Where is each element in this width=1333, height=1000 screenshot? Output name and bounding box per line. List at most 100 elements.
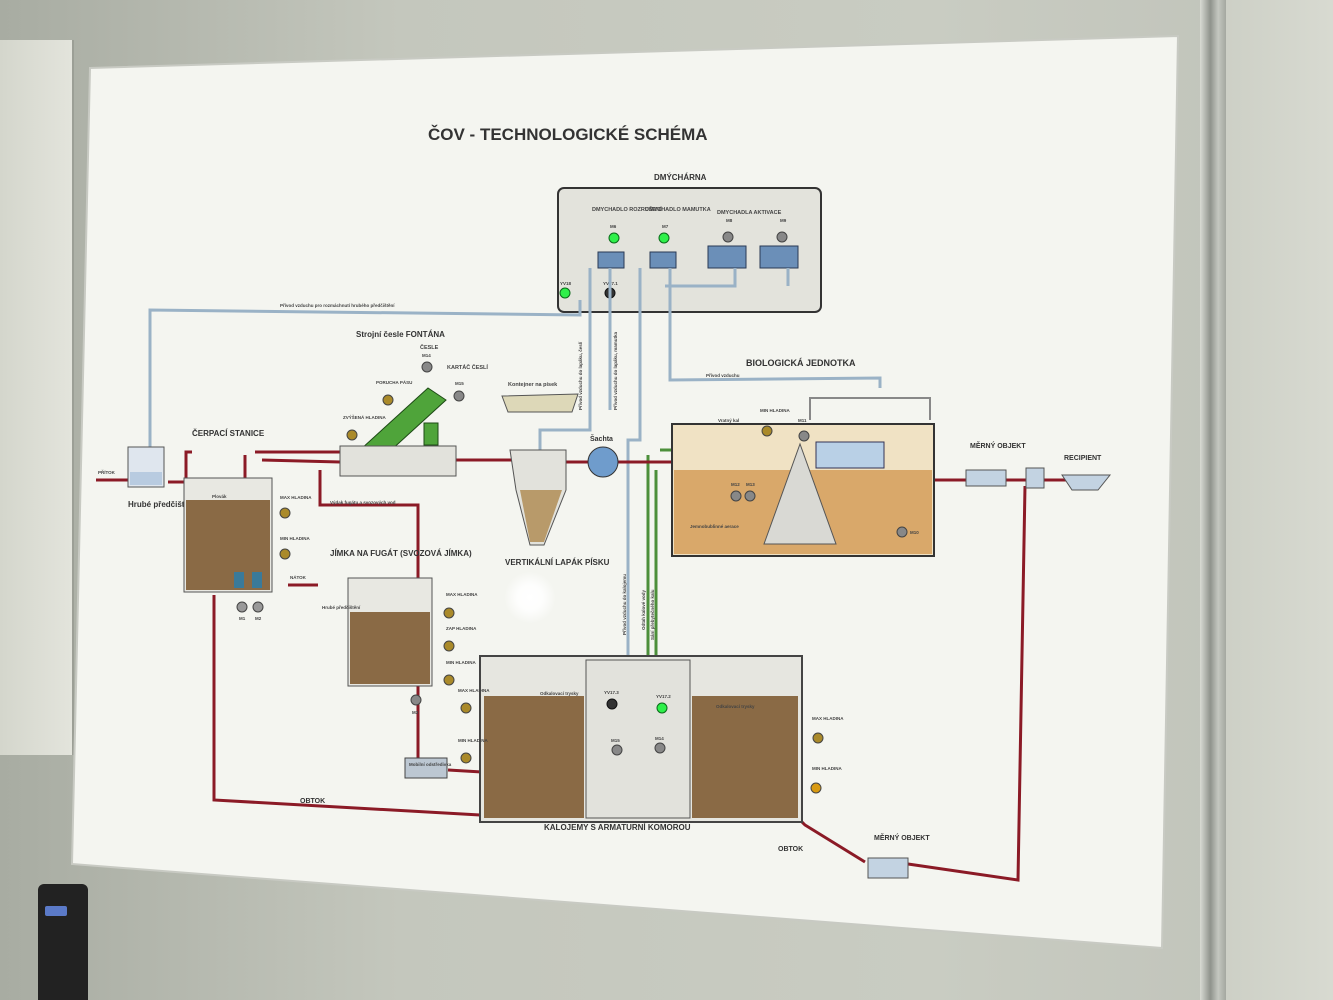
kal-right-max-indicator [812,732,824,744]
m14b-label: M14 [655,736,664,741]
ps-max-indicator [279,507,291,519]
coarse-screen-water [130,472,162,485]
m9-indicator [776,231,788,243]
pump-m2 [252,572,262,588]
obtok-label-1: OBTOK [300,798,325,805]
settling-cone [763,442,837,545]
grit-trap-label-1: VERTIKÁLNÍ LAPÁK PÍSKU [505,558,610,567]
plovak-label: Plovák [212,494,227,499]
odtah-vody-label: Odtah kalové vody [641,589,646,630]
cesle-label: ČESLE [420,344,439,351]
m14a-label: M14 [422,353,431,358]
blower-room [557,187,822,313]
sludge-tank-right [692,696,798,818]
m15b-indicator [611,744,623,756]
m12-label: M12 [731,482,740,487]
fugate-tank-label: JÍMKA NA FUGÁT (SVOZOVÁ JÍMKA) [330,549,472,558]
screen-channel [339,445,457,477]
sludge-tank-left [484,696,584,818]
kal-min-indicator [460,752,472,764]
jimka-hrube-label: Hrubé předčištění [322,605,361,610]
m15a-label: M15 [455,381,464,386]
blower-m9 [759,245,799,269]
fugate-tank-sludge [350,612,430,684]
natok-label: NÁTOK [290,574,307,580]
yv18-label: YV18 [560,281,572,286]
sludge-tanks-label: KALOJEMY S ARMATURNÍ KOMOROU [544,823,691,832]
flow-meter-1 [965,469,1007,487]
m8-label: M8 [726,218,733,223]
yv17-3-indicator [606,698,618,710]
yv17-2-label: YV17.2 [656,694,671,699]
m3-indicator [410,694,422,706]
air-bio-pipe-label: Přívod vzduchu [706,373,740,378]
ps-min-indicator [279,548,291,560]
m6-indicator [608,232,620,244]
m6-label: M6 [610,224,617,229]
bio-min-label: MIN HLADINA [760,408,790,413]
odkalovaci-right-label: Odkalovací trysky [716,704,755,709]
m8-indicator [722,231,734,243]
access-reader [38,884,88,1000]
fugat-pipe-label: Výdak fugátu a svozových vod [330,500,396,505]
ps-min-label: MIN HLADINA [280,536,310,541]
jimka-min-indicator [443,674,455,686]
m10-label: M10 [910,530,919,535]
m15b-label: M15 [611,738,620,743]
m11-indicator [798,430,810,442]
zvysena-label: ZVÝŠENÁ HLADINA [343,413,387,420]
coarse-screen-label: Hrubé předčištění [128,500,197,509]
blowers-aktivace-label: DMYCHADLA AKTIVACE [717,210,782,216]
air-mamut-pipe-label: Přívod vzduchu do lapáku, mamutka [613,331,618,410]
grit-trap-sand [520,490,562,542]
vratny-kal-label: Vratný kal [718,418,739,423]
blower-rozruseni-label: DMYCHADLO ROZRUŠENÍ [592,205,662,213]
m10-indicator [896,526,908,538]
mobile-centrifuge [404,757,448,779]
m12-indicator [730,490,742,502]
manhole [587,446,619,478]
kal-max-label: MAX HLADINA [458,688,490,693]
jimka-min-label: MIN HLADINA [446,660,476,665]
pritok-label: PŘÍTOK [98,468,116,475]
porucha-indicator [382,394,394,406]
porucha-label: PORUCHA PÁSU [376,379,412,385]
m13-indicator [744,490,756,502]
m14b-indicator [654,742,666,754]
zvysena-indicator [346,429,358,441]
board-surface [70,34,1180,950]
wall-right [1226,0,1333,1000]
yv17-2-indicator [656,702,668,714]
aeration-label: Jemnobublinné aerace [690,524,739,529]
light-glare [505,570,555,625]
m9-label: M9 [780,218,787,223]
kal-right-max-label: MAX HLADINA [812,716,844,721]
blower-m8 [707,245,747,269]
yv17-3-label: YV17.3 [604,690,619,695]
reader-logo [45,906,67,916]
bio-min-indicator [761,425,773,437]
pump-station-label: ČERPACÍ STANICE [192,429,265,438]
jimka-zap-label: ZAP HLADINA [446,626,477,631]
flow-meter-2 [867,857,909,879]
m7-label: M7 [662,224,669,229]
manhole-label: Šachta [590,434,613,443]
m2-indicator [252,601,264,613]
m11-label: M11 [798,418,807,423]
sand-container [501,393,579,413]
jimka-max-indicator [443,607,455,619]
m1-indicator [236,601,248,613]
bio-clarifier [815,441,885,469]
m7-indicator [658,232,670,244]
odkalovaci-left-label: Odkalovací trysky [540,691,579,696]
flow-meter-2-label: MĚRNÝ OBJEKT [874,833,930,842]
pump-m1 [234,572,244,588]
bio-railing [809,397,931,420]
kal-min-label: MIN HLADINA [458,738,488,743]
screenings-bin [423,422,439,446]
blower-m6 [597,251,625,269]
ps-max-label: MAX HLADINA [280,495,312,500]
m3-label: M3 [412,710,419,715]
obtok-label-2: OBTOK [778,846,803,853]
